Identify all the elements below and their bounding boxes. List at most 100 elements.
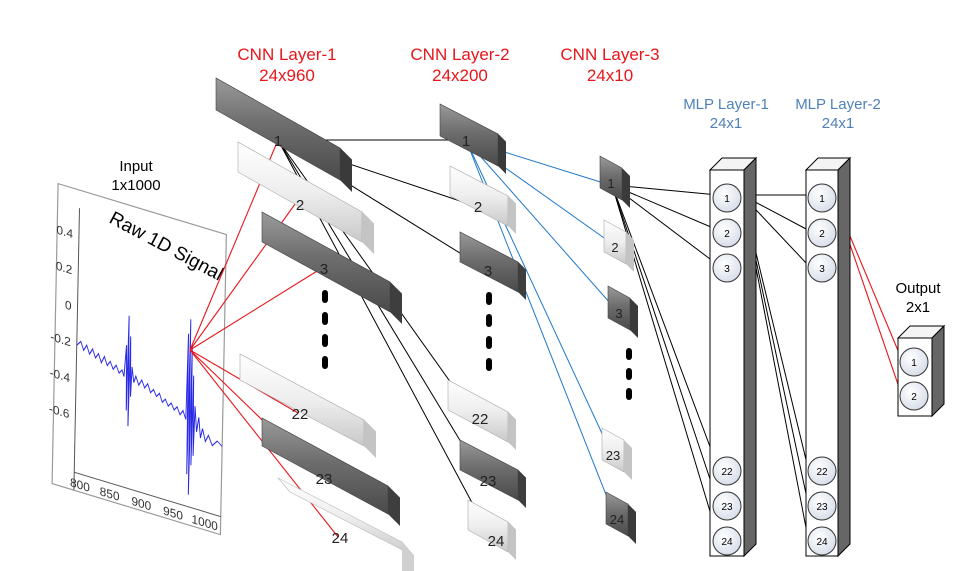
cnn3-title-block: CNN Layer-3 24x10 [545,44,675,87]
y-tick-1: 0.2 [56,259,73,278]
cnn1-map-1-label: 1 [274,133,282,150]
x-tick-3: 950 [163,503,183,523]
input-label: Input 1x1000 [98,158,174,196]
y-tick-3: -0.2 [50,329,71,349]
cnn1-map-22 [239,353,377,458]
mlp1-node-2-label: 2 [724,229,730,240]
cnn3-map-23-label: 23 [606,448,620,463]
mlp1-title: MLP Layer-1 [683,96,769,113]
cnn2-ellipsis-dots [486,292,492,371]
cnn2-map-24-label: 24 [488,533,505,550]
mlp1-size: 24x1 [709,114,743,132]
mlp2-node-3 [807,253,837,283]
output-title: Output [895,280,941,297]
mlp2-node-1-label: 1 [819,194,825,205]
x-tick-2: 900 [131,494,151,514]
cnn3-size: 24x10 [586,66,634,86]
mlp1-node-23 [712,491,742,521]
cnn2-map-2-label: 2 [474,199,482,216]
cnn3-map-3-label: 3 [615,306,622,321]
mlp2-node-2-label: 2 [819,229,825,240]
cnn1-map-24-label: 24 [332,530,349,547]
plot-left-axis [73,208,80,491]
cnn3-map-2-label: 2 [611,240,618,255]
cnn3-map-24 [605,491,636,544]
link-input-map3 [189,267,323,351]
plot-frame [51,182,227,536]
cnn2-map-24 [467,499,517,560]
y-tick-4: -0.4 [50,365,71,385]
mlp2-title-block: MLP Layer-2 24x1 [782,96,894,134]
x-tick-1: 850 [100,484,120,504]
mlp2-title: MLP Layer-2 [795,96,881,113]
mlp1-node-2 [712,218,742,248]
plot-bottom-axis [74,471,221,518]
cnn1-map-2 [237,141,375,254]
mlp2-node-24 [807,526,837,556]
link-c3-m1-22 [611,184,719,469]
mlp1-node-3-label: 3 [724,264,730,275]
cnn3-map-24-label: 24 [610,512,624,527]
cnn1-map-23-label: 23 [316,471,333,488]
cnn3-map-1-label: 1 [607,176,614,191]
cnn2-map-23-label: 23 [480,473,497,490]
y-tick-5: -0.6 [49,401,70,421]
mlp2-node-23-label: 23 [816,502,828,513]
cnn2-map-3-label: 3 [484,263,492,280]
input-size: 1x1000 [111,176,161,194]
cnn3-map-2 [603,219,634,272]
input-title: Input [119,158,153,175]
cnn1-size: 24x960 [259,66,315,86]
mlp-layer-2: 1 2 3 22 23 24 [804,156,852,558]
cnn3-map-23 [601,427,632,480]
mlp1-node-22 [712,456,742,486]
mlp1-node-3 [712,253,742,283]
mlp1-node-24-label: 24 [721,537,733,548]
cnn2-map-2 [449,165,517,234]
cnn1-map-22-label: 22 [292,406,309,423]
x-tick-0: 800 [70,475,90,495]
mlp1-title-block: MLP Layer-1 24x1 [670,96,782,134]
mlp1-node-1-label: 1 [724,194,730,205]
mlp-layer-1: 1 2 3 22 23 24 [708,156,758,558]
input-signal-plot: 0.4 0.2 0 -0.2 -0.4 -0.6 800 850 900 950… [49,182,227,536]
cnn1-ellipsis-dots [322,290,328,369]
output-title-block: Output 2x1 [882,280,954,318]
mlp2-node-24-label: 24 [816,537,828,548]
mlp1-node-22-label: 22 [721,467,733,478]
mlp2-node-1 [807,183,837,213]
cnn1-map-2-label: 2 [296,197,304,214]
output-node-2 [899,381,929,411]
cnn3-title: CNN Layer-3 [560,45,660,64]
mlp2-size: 24x1 [821,114,855,132]
cnn3-ellipsis-dots [626,348,632,400]
cnn2-size: 24x200 [432,66,488,86]
cnn1-map-1 [215,77,353,192]
mlp1-node-1 [712,183,742,213]
y-tick-0: 0.4 [56,223,73,242]
cnn2-title: CNN Layer-2 [410,45,510,64]
mlp2-node-3-label: 3 [819,264,825,275]
mlp2-node-2 [807,218,837,248]
signal-trace [76,315,223,495]
cnn-layer-1-maps: 1 2 3 22 23 24 [215,77,415,571]
link-c2-c3-3 [465,139,619,313]
cnn2-map-3 [459,231,527,300]
mlp2-node-22 [807,456,837,486]
cnn1-map-3-label: 3 [320,261,328,278]
cnn3-map-1 [599,155,630,208]
cnn2-map-22 [447,379,517,450]
cnn1-map-24 [277,477,415,571]
cnn3-map-3 [607,285,638,338]
output-node-2-label: 2 [911,392,917,403]
output-size: 2x1 [905,298,931,316]
cnn-layer-2-maps: 1 2 3 22 23 24 [439,103,527,560]
mlp1-node-24 [712,526,742,556]
cnn1-map-23 [261,417,401,526]
output-layer: 1 2 [896,324,946,418]
cnn1-map-3 [261,211,403,324]
output-node-1 [899,347,929,377]
cnn-layer-3-maps: 1 2 3 23 24 [599,155,638,544]
cnn1-title: CNN Layer-1 [237,45,337,64]
